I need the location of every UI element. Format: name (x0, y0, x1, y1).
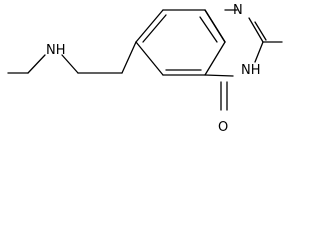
ring-nh-label: NH (241, 63, 261, 78)
carbonyl-oxygen-label: O (218, 120, 228, 135)
amine-nh-label: NH (46, 43, 66, 58)
pyrimidinone-ring (204, 9, 267, 77)
structure-diagram: N NH NH O (7, 3, 283, 135)
ring-nitrogen-label: N (233, 3, 243, 18)
methylaminomethyl-chain (7, 41, 137, 74)
carbonyl-group (220, 81, 228, 111)
